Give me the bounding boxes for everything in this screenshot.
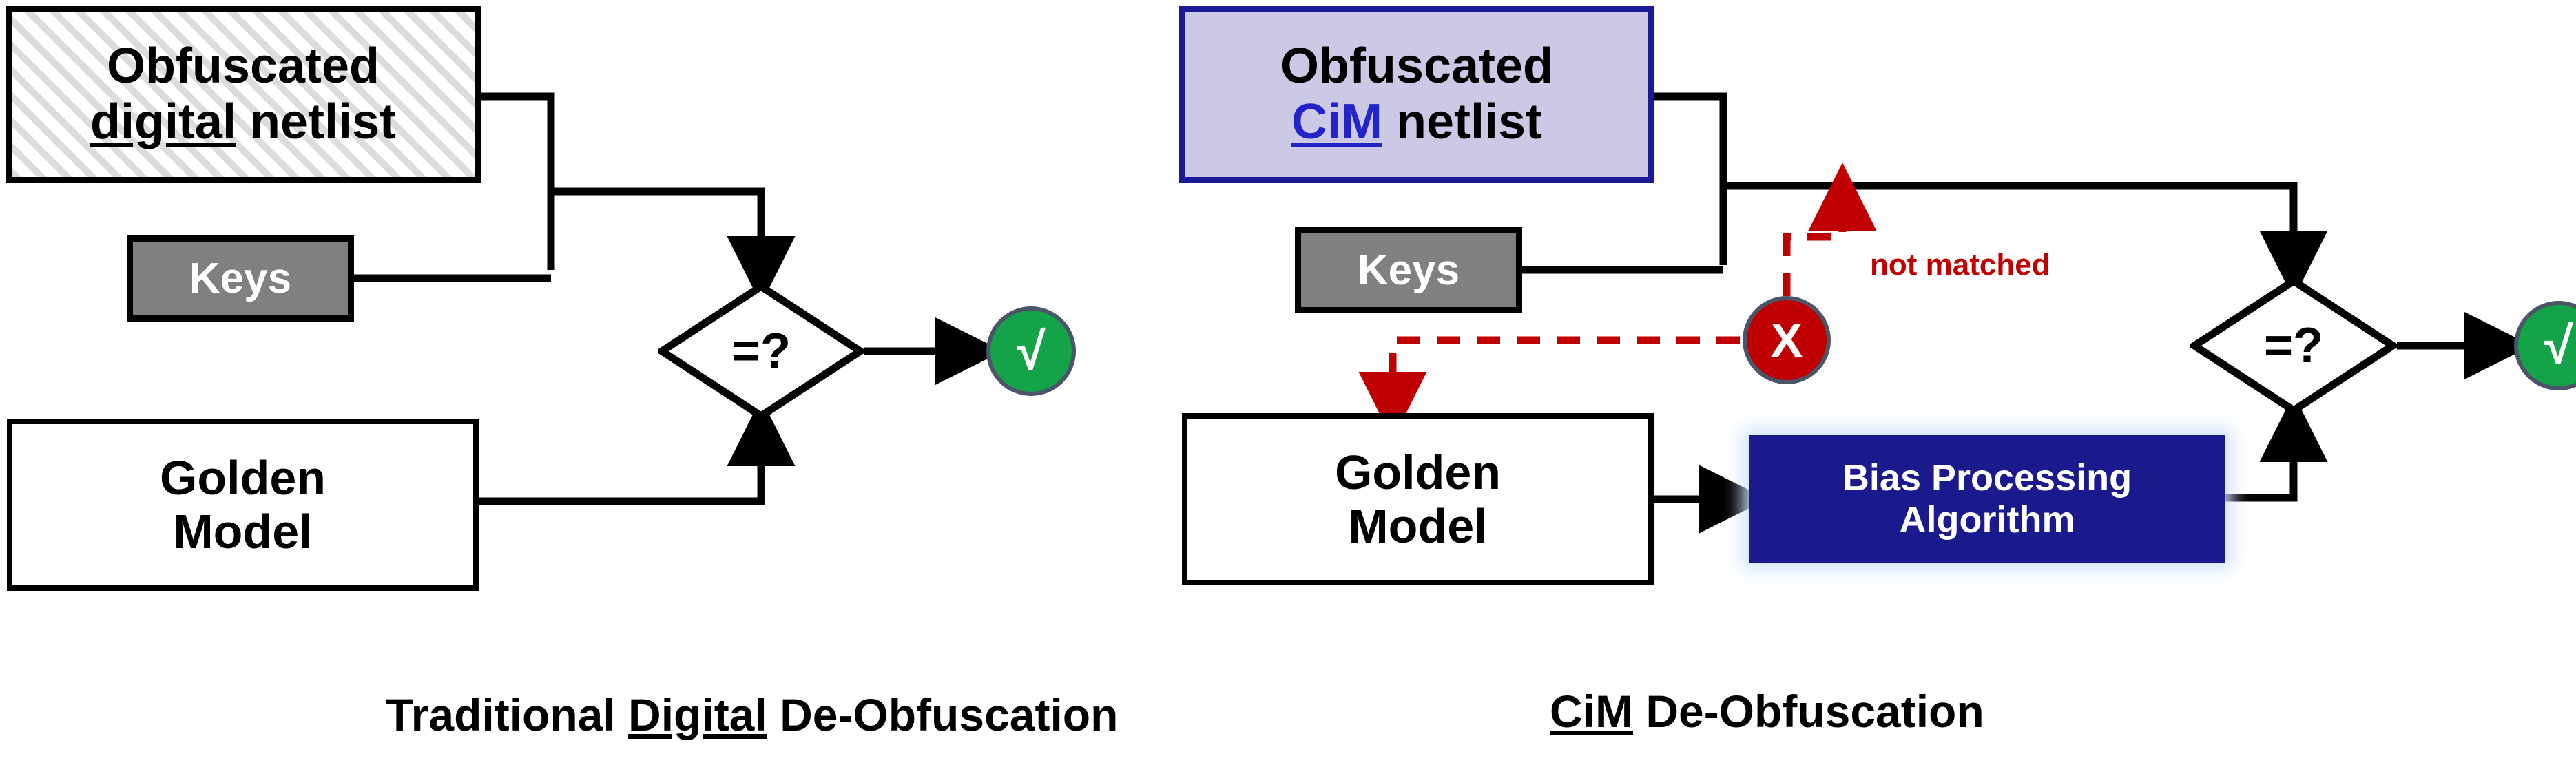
caption-right: CiM De-Obfuscation	[1550, 685, 1984, 737]
bias-processing-algorithm-box[interactable]: Bias Processing Algorithm	[1749, 435, 2225, 563]
obfuscated-digital-netlist-box[interactable]: Obfuscated digital netlist	[6, 6, 481, 183]
golden-line2: Model	[173, 505, 313, 558]
diamond-shape-left	[654, 282, 868, 421]
pass-symbol-right: √	[2544, 316, 2573, 375]
pass-result-circle-left[interactable]: √	[986, 306, 1076, 396]
keys-box-right[interactable]: Keys	[1295, 227, 1522, 313]
wire-feedback-to-golden	[1358, 336, 1740, 440]
golden-model-text-left: Golden Model	[160, 451, 326, 559]
bias-processing-algorithm-text: Bias Processing Algorithm	[1842, 457, 2132, 541]
pass-symbol-left: √	[1017, 322, 1046, 381]
wire-left-netlist-to-compare	[481, 92, 555, 270]
obfuscated-cim-netlist-text: Obfuscated CiM netlist	[1280, 39, 1553, 149]
golden-line1-right: Golden	[1334, 445, 1502, 499]
bias-line2: Algorithm	[1899, 499, 2075, 541]
wire-right-netlist-to-merge	[1654, 92, 1727, 265]
fail-symbol: X	[1770, 313, 1803, 367]
netlist-digital-word: digital	[90, 94, 236, 149]
compare-label-right: =?	[2263, 318, 2324, 373]
obfuscated-digital-netlist-text: Obfuscated digital netlist	[90, 39, 396, 149]
golden-model-text-right: Golden Model	[1335, 445, 1501, 554]
caption-left-suffix: De-Obfuscation	[767, 689, 1119, 740]
caption-right-suffix: De-Obfuscation	[1632, 686, 1984, 737]
keys-label-right: Keys	[1357, 246, 1460, 294]
golden-line1: Golden	[159, 450, 326, 505]
golden-model-box-left[interactable]: Golden Model	[7, 419, 479, 591]
pass-result-circle-right[interactable]: √	[2514, 301, 2576, 390]
caption-right-underlined: CiM	[1550, 686, 1633, 737]
cim-netlist-line2-rest: netlist	[1382, 94, 1542, 149]
keys-box-left[interactable]: Keys	[127, 235, 354, 322]
diamond-shape-right	[2187, 276, 2400, 415]
fail-result-circle[interactable]: X	[1743, 296, 1831, 384]
cim-netlist-line1: Obfuscated	[1280, 39, 1554, 94]
netlist-line2-rest: netlist	[236, 94, 397, 149]
netlist-line1: Obfuscated	[106, 39, 380, 94]
caption-left-prefix: Traditional	[386, 689, 629, 740]
obfuscated-cim-netlist-box[interactable]: Obfuscated CiM netlist	[1179, 6, 1654, 183]
wire-feedback-not-matched-up	[1783, 162, 1877, 296]
wire-left-golden-to-diamond	[479, 398, 796, 505]
golden-line2-right: Model	[1348, 499, 1488, 553]
caption-left: Traditional Digital De-Obfuscation	[386, 689, 1118, 741]
wire-left-merge-to-diamond	[551, 187, 796, 304]
bias-line1: Bias Processing	[1842, 457, 2132, 499]
golden-model-box-right[interactable]: Golden Model	[1182, 413, 1654, 585]
cim-netlist-cim-word: CiM	[1291, 94, 1382, 149]
keys-label-left: Keys	[189, 254, 292, 302]
compare-diamond-right[interactable]: =?	[2187, 276, 2400, 415]
compare-diamond-left[interactable]: =?	[654, 282, 868, 421]
compare-label-left: =?	[731, 324, 791, 379]
wire-right-bias-to-diamond	[2225, 394, 2328, 502]
caption-left-underlined: Digital	[628, 689, 767, 740]
not-matched-label: not matched	[1870, 248, 2050, 282]
